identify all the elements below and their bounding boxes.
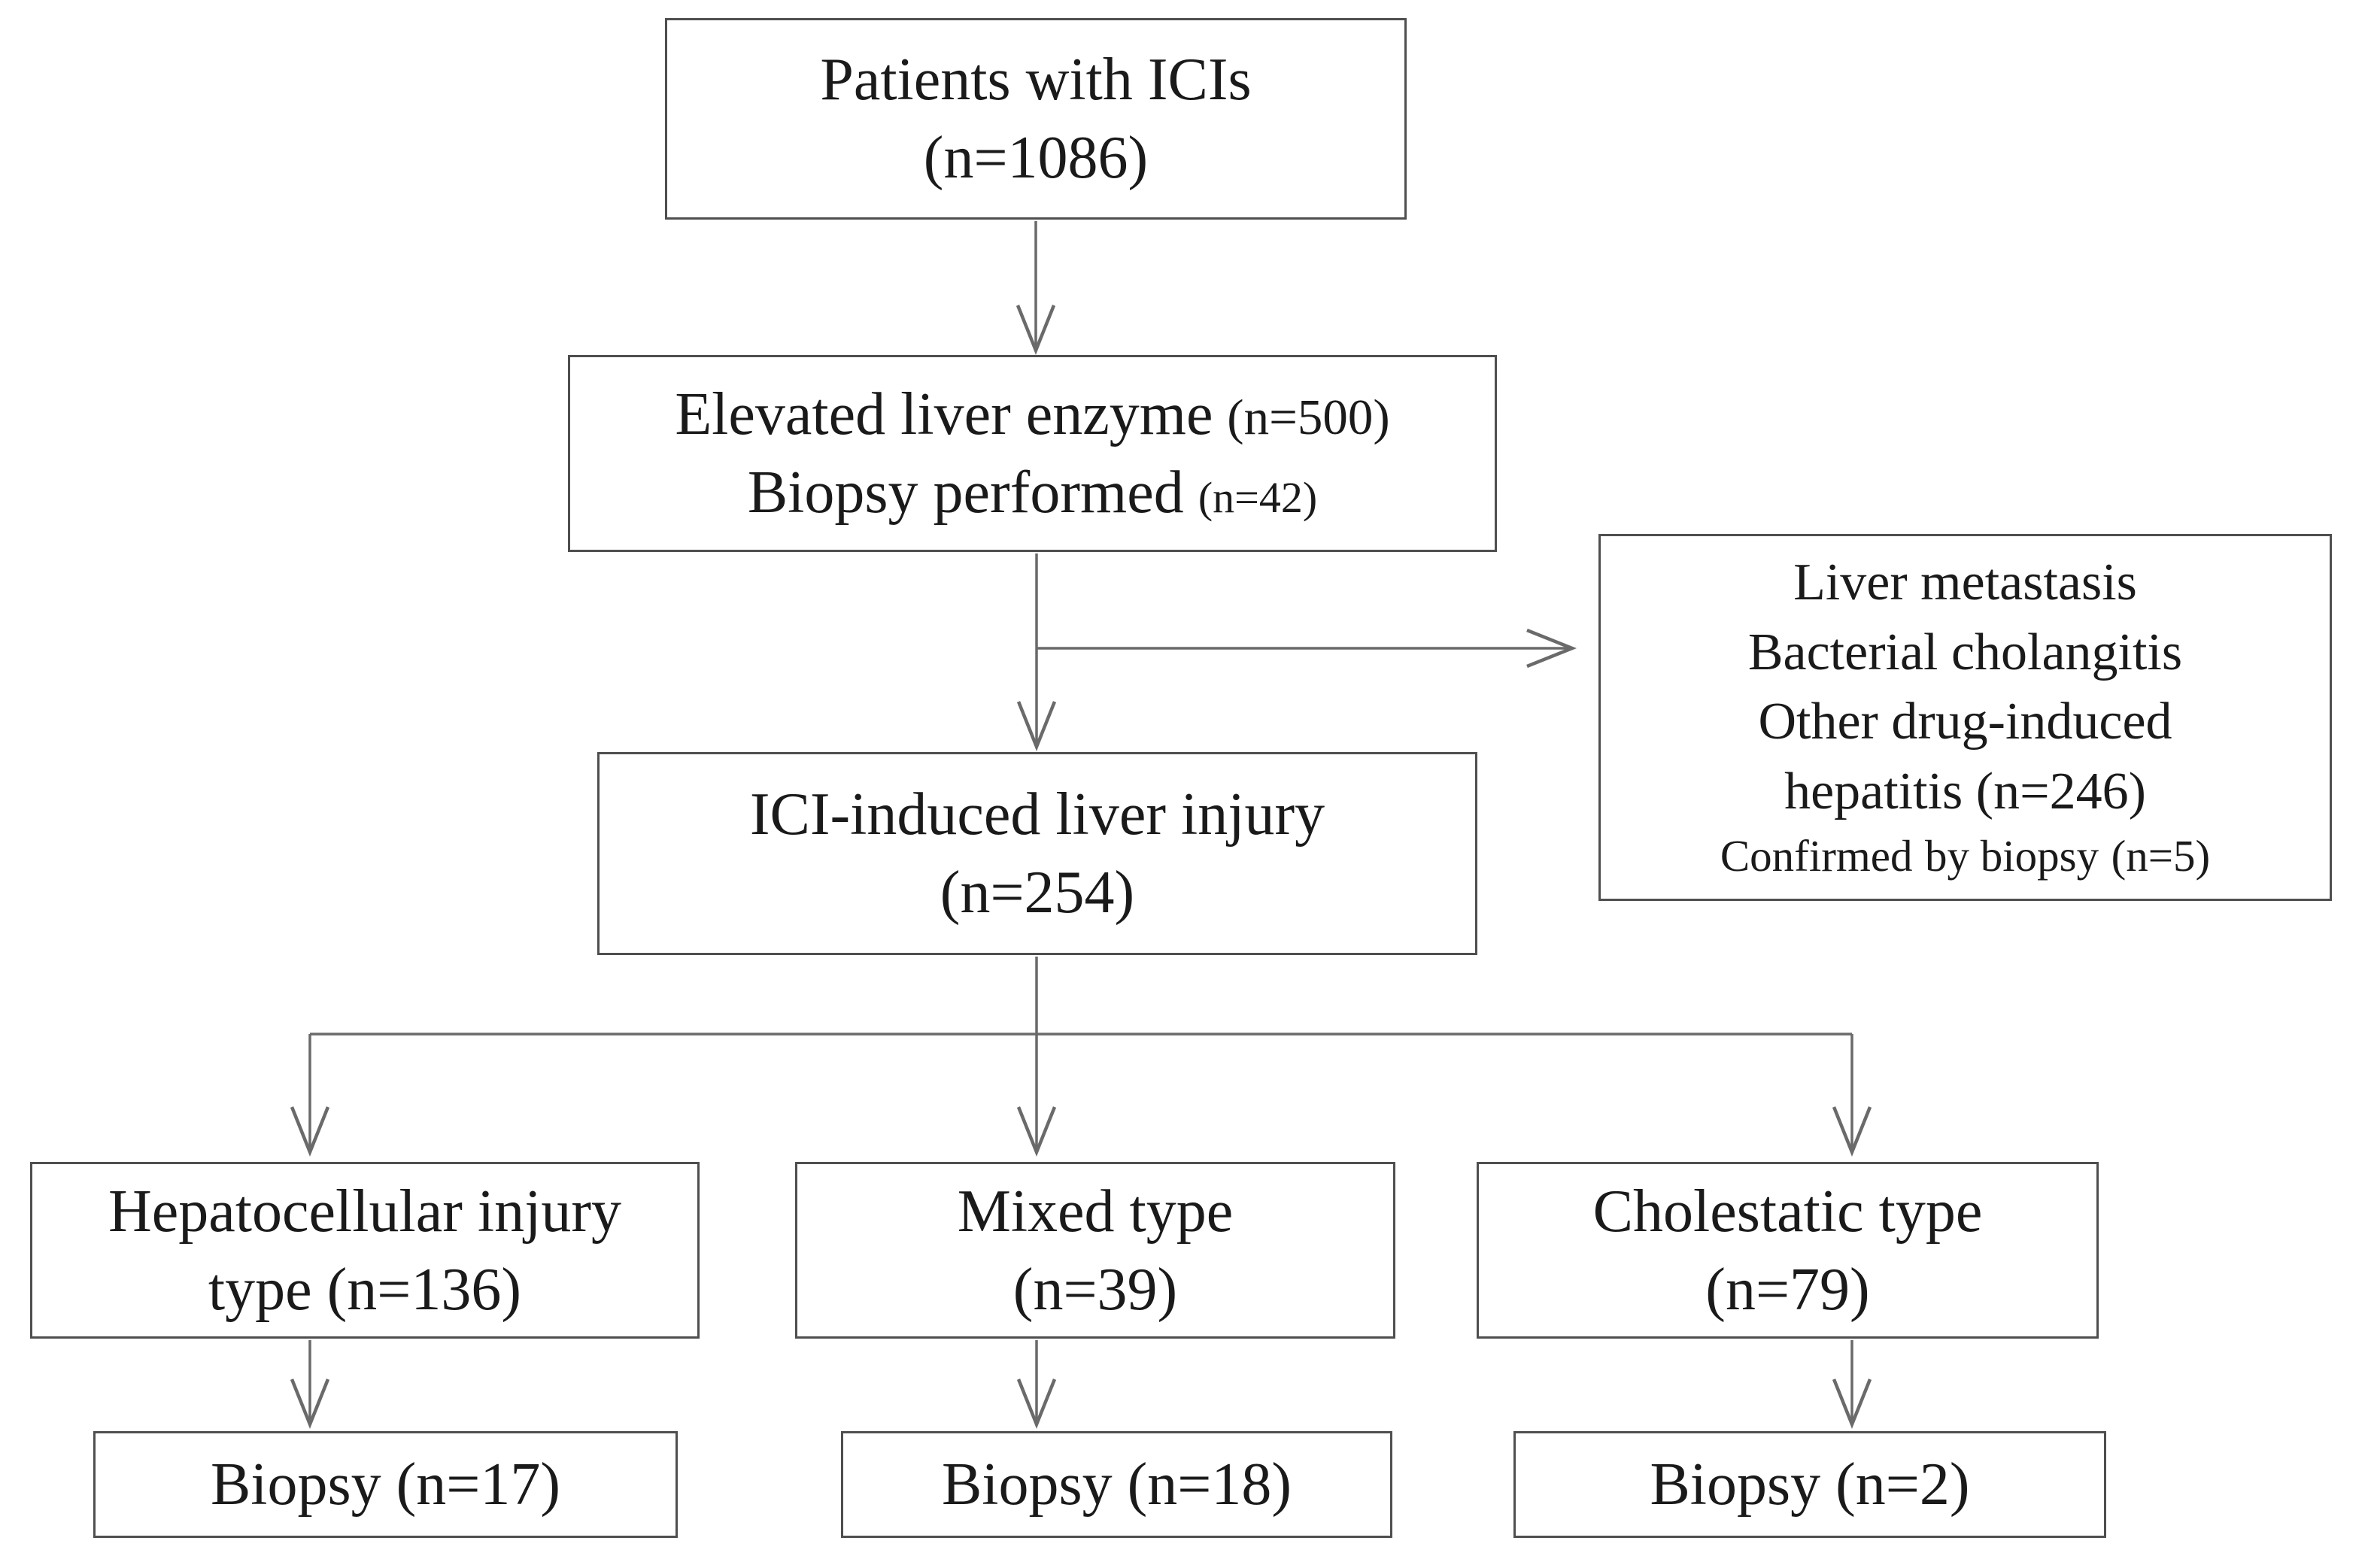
box-ici-induced-liver-injury: ICI-induced liver injury (n=254): [597, 752, 1477, 955]
note-count: (n=5): [2111, 830, 2211, 881]
box-sublabel-text: Biopsy performed: [747, 459, 1184, 526]
box-subcount: (n=42): [1198, 473, 1318, 522]
box-label: Biopsy (n=17): [210, 1451, 561, 1518]
arrowhead-down-icon: [1015, 305, 1056, 356]
arrowhead-down-icon: [290, 1106, 330, 1157]
box-biopsy-mixed: Biopsy (n=18): [841, 1431, 1392, 1538]
box-label: Mixed type: [957, 1178, 1234, 1245]
box-label: Biopsy (n=18): [941, 1451, 1292, 1518]
box-label: ICI-induced liver injury: [749, 781, 1325, 848]
box-count: (n=39): [1012, 1256, 1178, 1323]
box-mixed-type: Mixed type (n=39): [795, 1162, 1395, 1339]
arrowhead-down-icon: [1016, 1378, 1057, 1430]
arrowhead-down-icon: [1016, 1106, 1057, 1157]
arrowhead-down-icon: [290, 1378, 330, 1430]
arrowhead-down-icon: [1832, 1106, 1872, 1157]
note-text: Confirmed: [1720, 830, 1913, 881]
box-cholestatic-type: Cholestatic type (n=79): [1477, 1162, 2099, 1339]
box-count: (n=79): [1705, 1256, 1870, 1323]
box-label: Patients with ICIs: [820, 47, 1252, 113]
box-count: (n=1086): [923, 125, 1149, 191]
box-label: Biopsy (n=2): [1650, 1451, 1970, 1518]
box-elevated-liver-enzyme: Elevated liver enzyme (n=500) Biopsy perf…: [568, 355, 1497, 552]
box-biopsy-cholestatic: Biopsy (n=2): [1513, 1431, 2106, 1538]
exclusion-item: Bacterial cholangitis: [1747, 623, 2183, 681]
box-count: (n=500): [1227, 390, 1390, 445]
arrowhead-down-icon: [1832, 1378, 1872, 1430]
box-count: (n=254): [940, 860, 1135, 926]
arrowhead-right-icon: [1526, 628, 1577, 669]
box-label: Cholestatic type: [1592, 1178, 1983, 1245]
box-count: type (n=136): [208, 1256, 522, 1323]
box-patients-with-icis: Patients with ICIs (n=1086): [665, 18, 1407, 220]
box-label-text: Elevated liver enzyme: [675, 381, 1213, 447]
box-biopsy-hepatocellular: Biopsy (n=17): [93, 1431, 678, 1538]
box-exclusions: Liver metastasis Bacterial cholangitis O…: [1598, 534, 2332, 901]
box-hepatocellular-injury-type: Hepatocellular injury type (n=136): [30, 1162, 700, 1339]
box-sublabel: Biopsy performed (n=42): [748, 453, 1317, 532]
note-text: by biopsy: [1924, 830, 2099, 881]
arrowhead-down-icon: [1016, 701, 1057, 752]
exclusion-item: Other drug-induced: [1758, 693, 2172, 751]
box-label: Elevated liver enzyme (n=500): [675, 375, 1389, 453]
box-label: Hepatocellular injury: [108, 1178, 621, 1245]
exclusion-item: Liver metastasis: [1793, 554, 2137, 612]
exclusion-count: hepatitis (n=246): [1784, 762, 2146, 820]
